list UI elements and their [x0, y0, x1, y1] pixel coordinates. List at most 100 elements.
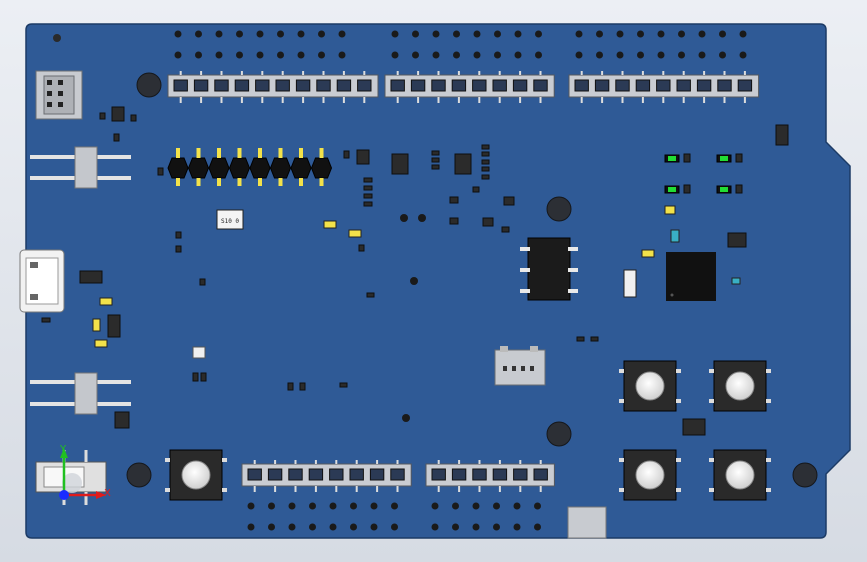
header-socket — [472, 468, 487, 481]
y-axis-label: Y — [59, 444, 67, 455]
button-leg — [222, 458, 227, 462]
gold-pin — [237, 178, 242, 186]
button-leg — [619, 488, 624, 492]
via-large — [418, 214, 426, 222]
gold-pin — [258, 148, 262, 158]
smd-part — [481, 159, 490, 165]
smd-part — [192, 372, 199, 382]
smd-yellow — [641, 249, 655, 258]
via — [493, 502, 500, 510]
via — [432, 30, 440, 38]
gold-pin — [217, 178, 221, 186]
pin1-marker — [670, 293, 674, 297]
gold-pin — [196, 148, 201, 158]
via — [473, 30, 481, 38]
jumper-left-1 — [30, 146, 131, 189]
via — [268, 502, 275, 510]
smd-part — [200, 372, 207, 382]
header-socket — [390, 468, 405, 481]
via — [391, 523, 398, 531]
via — [739, 30, 747, 38]
header-socket — [357, 79, 372, 92]
y-axis-arrow — [60, 448, 68, 458]
smd-part — [114, 411, 130, 429]
via — [247, 523, 255, 531]
via — [215, 51, 223, 59]
smd-cyan — [731, 277, 741, 285]
button-leg — [676, 458, 681, 462]
button-leg — [619, 399, 624, 403]
button-leg — [165, 488, 170, 492]
smd-part — [79, 270, 103, 284]
x-axis-label: X — [104, 488, 111, 499]
connector-middle[interactable] — [494, 346, 546, 386]
smd-part — [682, 418, 706, 436]
smd-part — [363, 201, 373, 207]
mounting-hole — [546, 196, 572, 222]
header-socket — [492, 468, 508, 481]
via — [370, 502, 378, 510]
header-socket — [255, 79, 270, 92]
via — [318, 51, 325, 59]
smd-part — [391, 153, 409, 175]
header-socket — [214, 79, 229, 92]
gold-pin — [217, 148, 221, 158]
via — [268, 523, 275, 531]
via — [236, 51, 243, 59]
button-cap — [725, 460, 755, 490]
smd-part — [727, 232, 747, 248]
header-socket — [533, 468, 548, 481]
smd-part — [358, 244, 365, 252]
via — [174, 30, 182, 38]
smd-part — [472, 186, 480, 193]
via — [637, 30, 644, 38]
via — [297, 30, 305, 38]
via — [412, 30, 419, 38]
header-body — [241, 463, 412, 487]
header-socket — [594, 79, 610, 92]
header-socket — [390, 79, 405, 92]
via — [453, 30, 460, 38]
via — [678, 30, 685, 38]
via-large — [410, 277, 418, 285]
header-socket — [451, 79, 467, 92]
smd-part — [449, 217, 459, 225]
button-leg — [676, 399, 681, 403]
header-socket — [431, 468, 446, 481]
axis-triad[interactable]: Y X — [59, 444, 111, 500]
header-socket — [329, 468, 344, 481]
smd-part — [130, 114, 137, 122]
crystal — [623, 269, 637, 298]
smd-part — [363, 193, 373, 199]
connector-top-left[interactable] — [35, 70, 83, 120]
header-socket — [247, 468, 262, 481]
via — [493, 523, 500, 531]
smd-cyan — [670, 229, 680, 243]
led-green — [720, 156, 728, 161]
via — [288, 502, 296, 510]
button-leg — [165, 458, 170, 462]
gold-pin — [278, 178, 283, 186]
smd-part — [683, 184, 691, 194]
chip-label: S10 0 — [221, 218, 239, 225]
via — [739, 51, 747, 59]
via — [338, 30, 346, 38]
led-green — [668, 156, 676, 161]
led-green — [668, 187, 676, 192]
via-large — [400, 214, 408, 222]
mounting-hole — [546, 421, 572, 447]
push-buttons — [165, 360, 771, 501]
smd-part — [175, 231, 182, 239]
via — [494, 51, 501, 59]
smd-part — [431, 164, 440, 170]
header-socket — [512, 79, 528, 92]
usb-connector[interactable] — [19, 249, 65, 313]
via — [277, 51, 284, 59]
header-socket — [234, 79, 250, 92]
main-ic[interactable] — [666, 252, 716, 301]
x-axis-arrow — [96, 491, 106, 499]
header-socket — [574, 79, 589, 92]
header-socket — [295, 79, 311, 92]
smd-yellow — [94, 339, 108, 348]
